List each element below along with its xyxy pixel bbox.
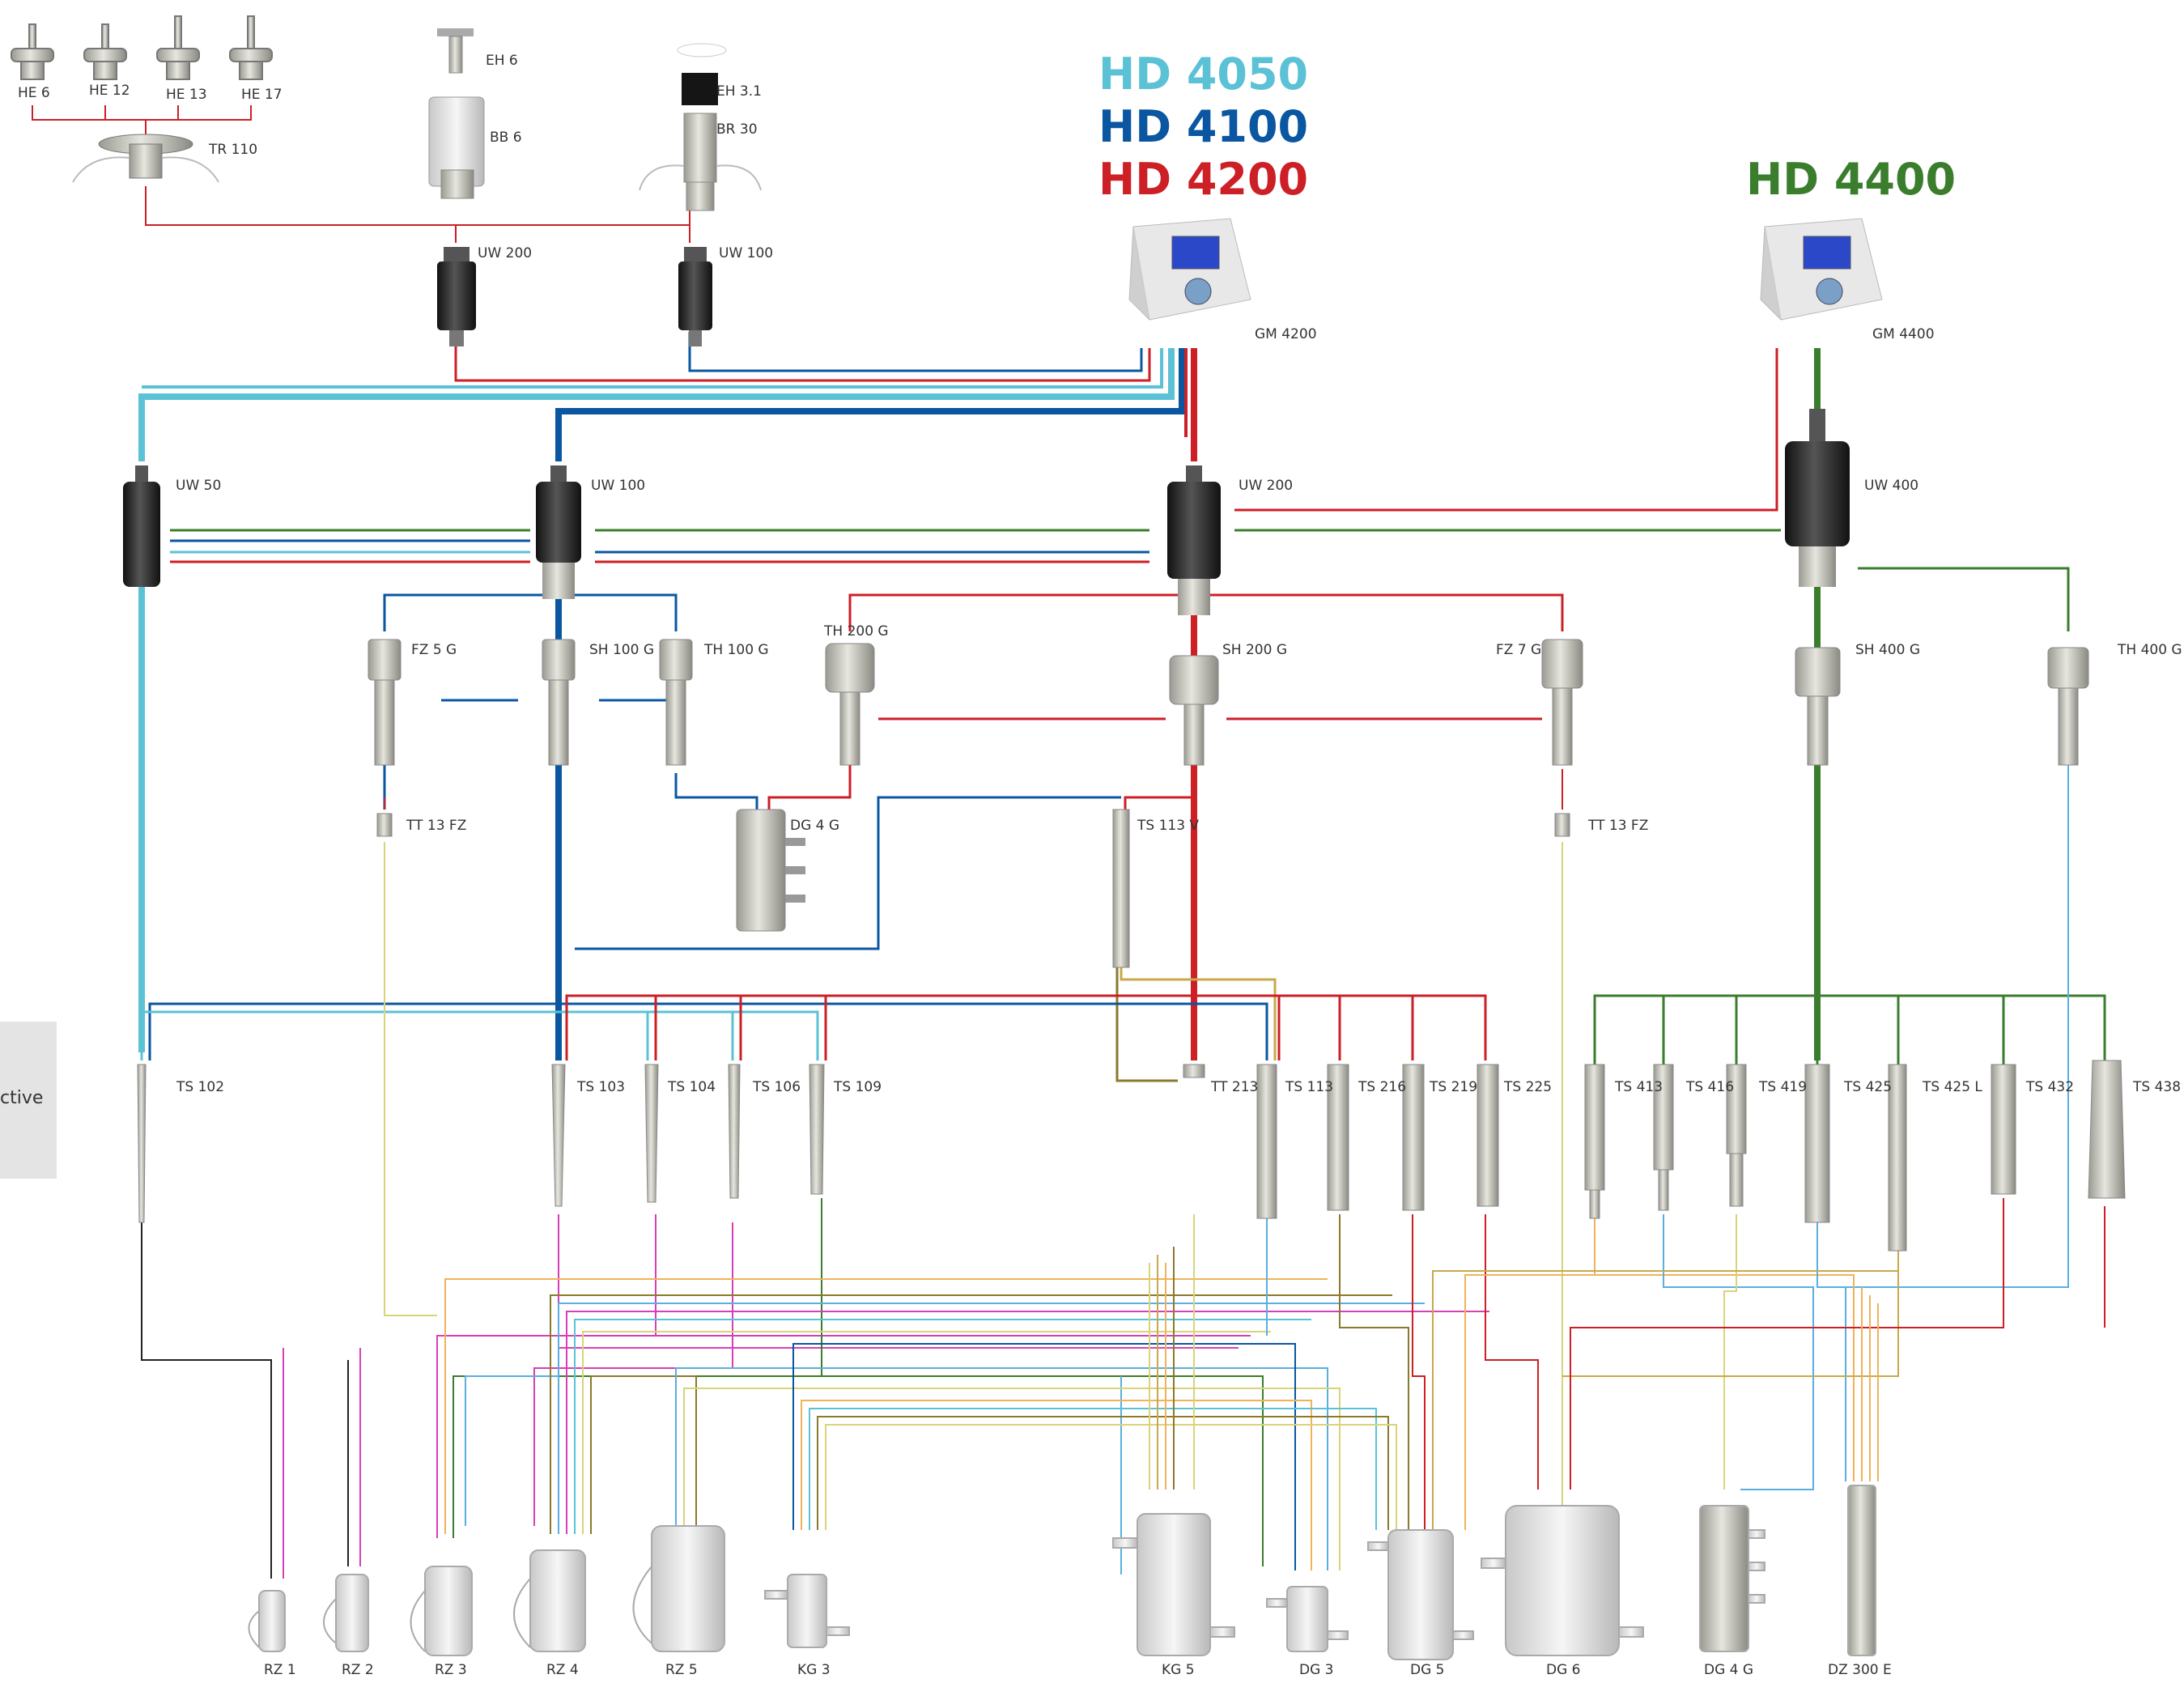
label-ts104: TS 104 [667, 1079, 716, 1095]
label-eh6: EH 6 [486, 53, 518, 69]
label-br30: BR 30 [716, 121, 758, 138]
generator-gm4200 [1129, 219, 1251, 320]
eh6-bb6-holder [429, 28, 484, 198]
title-hd4100: HD 4100 [1098, 101, 1308, 152]
label-tt13fz-b: TT 13 FZ [1587, 818, 1648, 834]
title-hd4200: HD 4200 [1098, 154, 1308, 205]
label-rz2: RZ 2 [342, 1662, 374, 1678]
title-hd4400: HD 4400 [1746, 154, 1956, 205]
label-ts419: TS 419 [1758, 1079, 1807, 1095]
label-he12: HE 12 [89, 83, 130, 99]
label-gm4400: GM 4400 [1872, 326, 1935, 342]
label-tt213: TT 213 [1210, 1079, 1258, 1095]
label-dg4g-bot: DG 4 G [1704, 1662, 1753, 1678]
label-uw200-top: UW 200 [478, 245, 532, 261]
label-eh31: EH 3.1 [716, 83, 762, 100]
label-rz3: RZ 3 [435, 1662, 467, 1678]
generator-gm4400 [1761, 219, 1882, 320]
label-dz300e: DZ 300 E [1828, 1662, 1892, 1678]
label-gm4200: GM 4200 [1255, 326, 1317, 342]
label-dg3: DG 3 [1299, 1662, 1333, 1678]
label-ts113: TS 113 [1285, 1079, 1333, 1095]
label-he17: HE 17 [241, 87, 283, 103]
label-sh100g: SH 100 G [589, 642, 654, 658]
label-rz5: RZ 5 [665, 1662, 698, 1678]
label-sh200g: SH 200 G [1222, 642, 1287, 658]
connector-lines [32, 105, 2105, 1579]
converter-uw200 [1167, 465, 1221, 615]
label-ts106: TS 106 [752, 1079, 801, 1095]
label-tt13fz-a: TT 13 FZ [406, 818, 466, 834]
label-rz1: RZ 1 [264, 1662, 296, 1678]
label-ts416: TS 416 [1685, 1079, 1734, 1095]
label-ts103: TS 103 [576, 1079, 625, 1095]
label-th400g: TH 400 G [2117, 642, 2182, 658]
label-dg4g-mid: DG 4 G [790, 818, 839, 834]
label-tr110: TR 110 [208, 142, 257, 158]
label-th100g: TH 100 G [703, 642, 769, 658]
horns [368, 640, 2088, 765]
label-ts432: TS 432 [2025, 1079, 2074, 1095]
converter-uw100 [536, 465, 581, 599]
label-ts438: TS 438 [2132, 1079, 2181, 1095]
label-ts102: TS 102 [176, 1079, 224, 1095]
converter-uw50 [123, 465, 160, 587]
label-kg5: KG 5 [1162, 1662, 1195, 1678]
vessels [249, 1485, 1876, 1660]
label-ts225: TS 225 [1503, 1079, 1552, 1095]
tips [138, 810, 2125, 1251]
label-uw50: UW 50 [176, 478, 221, 494]
converter-uw200-top [437, 247, 476, 346]
label-ts216: TS 216 [1358, 1079, 1406, 1095]
label-uw200: UW 200 [1239, 478, 1293, 494]
label-ts113v: TS 113 V [1137, 818, 1199, 834]
tr110-rosette [73, 134, 219, 182]
label-th200g: TH 200 G [823, 623, 889, 640]
he-mounts [11, 16, 272, 79]
label-ts219: TS 219 [1429, 1079, 1477, 1095]
converter-uw400 [1785, 409, 1850, 587]
label-uw100-top: UW 100 [719, 245, 773, 261]
label-uw100: UW 100 [591, 478, 645, 494]
label-ts413: TS 413 [1614, 1079, 1663, 1095]
label-dg6: DG 6 [1546, 1662, 1580, 1678]
label-dg5: DG 5 [1410, 1662, 1444, 1678]
label-bb6: BB 6 [490, 130, 522, 146]
label-ts109: TS 109 [833, 1079, 882, 1095]
label-fz7g: FZ 7 G [1496, 642, 1541, 658]
label-ts425: TS 425 [1843, 1079, 1892, 1095]
label-kg3: KG 3 [797, 1662, 831, 1678]
converter-uw100-top [678, 247, 712, 346]
label-he6: HE 6 [18, 85, 50, 101]
label-sh400g: SH 400 G [1855, 642, 1920, 658]
label-uw400: UW 400 [1864, 478, 1918, 494]
label-ts425l: TS 425 L [1922, 1079, 1982, 1095]
title-hd4050: HD 4050 [1098, 49, 1308, 100]
label-fz5g: FZ 5 G [411, 642, 457, 658]
label-he13: HE 13 [166, 87, 207, 103]
label-rz4: RZ 4 [546, 1662, 579, 1678]
